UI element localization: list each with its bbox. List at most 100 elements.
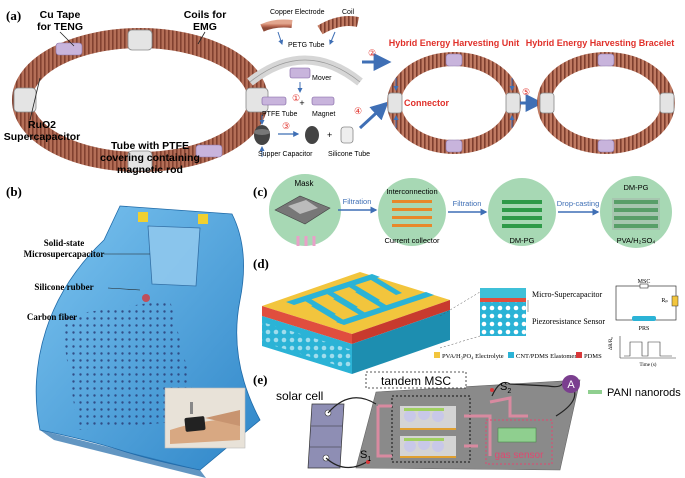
- step-2: ②: [368, 48, 376, 58]
- cu-tape-label-2: for TENG: [37, 21, 83, 33]
- copper-electrode-label: Copper Electrode: [270, 9, 325, 16]
- arrow-step-4: [358, 101, 389, 130]
- interconnect-lines: [376, 404, 492, 458]
- pva-label: PVA/H₂SO₄: [617, 236, 656, 245]
- axis-y-label: ΔR/R₀: [609, 337, 614, 350]
- panel-b: (b) Solid-state Microsupercapacitor Sili…: [6, 184, 261, 478]
- ruo2-pointer: [29, 77, 41, 121]
- plus-sign: +: [299, 98, 304, 108]
- solar-cell-label: solar cell: [276, 389, 323, 403]
- magnet-part: [311, 96, 335, 106]
- gas-sensor-element: [497, 427, 537, 443]
- tandem-msc-box: [365, 371, 467, 389]
- electrode-pad-left: [138, 212, 148, 222]
- axis-x-label: Time (s): [640, 363, 657, 368]
- interconnection-label: Interconnection: [386, 187, 437, 196]
- panel-c: (c) Mask Filtration Interconnection Curr…: [253, 174, 672, 248]
- tube-ptfe-label-3: magnetic rod: [117, 164, 183, 176]
- ammeter: [562, 375, 580, 393]
- coils-emg-pointer: [197, 31, 206, 45]
- solid-state-label-1: Solid-state: [44, 238, 85, 248]
- hybrid-unit-ring: [387, 52, 521, 154]
- coils-emg-label-1: Coils for: [184, 9, 227, 21]
- silicone-tube-part: [340, 126, 354, 144]
- step-3: ③: [282, 121, 290, 131]
- legend-label-pva: PVA/H₃PO₄ Electrolyte: [442, 353, 504, 360]
- ruo2-label-2: Supercapacitor: [4, 131, 80, 143]
- wire-top: [327, 397, 377, 414]
- gas-sensor-label: gas sensor: [495, 450, 545, 461]
- prs-label: PRS: [639, 326, 650, 332]
- bracelet-ring: [12, 28, 269, 172]
- dm-pg-pattern: [502, 200, 542, 228]
- interdigital-device-3d: [262, 272, 450, 374]
- rp-label: Rₚ: [661, 298, 668, 304]
- panel-d-legend: PVA/H₃PO₄ Electrolyte CNT/PDMS Elastomer…: [434, 352, 602, 360]
- wrist-photo-inset: [164, 387, 246, 449]
- micro-sc-label: Micro-Supercapacitor: [532, 290, 603, 299]
- coil-label: Coil: [342, 9, 355, 16]
- ruo2-label-1: RuO2: [28, 119, 56, 131]
- ptfe-tube-part: [261, 96, 287, 106]
- pani-swatch: [588, 390, 602, 394]
- tube-ptfe-label-1: Tube with PTFE: [111, 140, 189, 152]
- panel-a-label: (a): [6, 8, 21, 23]
- switch-s1: [366, 460, 370, 464]
- silicone-rubber-label: Silicone rubber: [34, 282, 93, 292]
- drop-casting-label: Drop-casting: [557, 199, 600, 208]
- wire-bottom: [325, 457, 371, 469]
- circuit-diagram: MSC Rₚ PRS ΔR/R₀ Time (s): [609, 279, 679, 368]
- piezo-label: Piezoresistance Sensor: [532, 317, 605, 326]
- switch-s2-label: S2: [500, 381, 511, 395]
- step-c2-circle: [378, 178, 446, 246]
- step-4: ④: [354, 106, 362, 116]
- legend-swatch-cnt: [508, 352, 514, 358]
- silicone-tube-label: Silicone Tube: [328, 151, 370, 158]
- coils-emg-label-2: EMG: [193, 21, 217, 33]
- ptfe-tube-label: PTFE Tube: [262, 111, 298, 118]
- coil-part: [317, 16, 360, 35]
- plus-sign-2: +: [327, 130, 332, 140]
- ammeter-label: A: [567, 379, 575, 391]
- step-1: ①: [292, 93, 300, 103]
- dm-pg-2-label: DM-PG: [624, 183, 649, 192]
- final-device-pattern: [612, 198, 660, 230]
- hybrid-unit-title: Hybrid Energy Harvesting Unit: [389, 38, 520, 48]
- current-collector-pattern: [392, 200, 432, 227]
- petg-tube-label: PETG Tube: [288, 42, 325, 49]
- legend-swatch-pva: [434, 352, 440, 358]
- solid-state-label-2: Microsupercapacitor: [24, 249, 105, 259]
- magnet-label: Magnet: [312, 111, 335, 118]
- step-5: ⑤: [522, 87, 530, 97]
- tandem-msc-label: tandem MSC: [381, 374, 451, 388]
- cross-section-top: [480, 288, 526, 298]
- mask-label: Mask: [294, 179, 314, 188]
- panel-e-label: (e): [253, 372, 267, 387]
- cu-tape-label-1: Cu Tape: [40, 9, 81, 21]
- carbon-fiber-label: Carbon fiber: [27, 312, 77, 322]
- panel-a: (a) Cu Tape for TENG Coils for EMG RuO2 …: [4, 8, 675, 176]
- copper-electrode-part: [260, 19, 293, 32]
- panel-c-label: (c): [253, 184, 267, 199]
- connector-label: Connector: [404, 98, 449, 108]
- filtration-1-label: Filtration: [343, 197, 372, 206]
- msc-label: MSC: [638, 279, 651, 285]
- switch-s1-label: S1: [360, 449, 371, 463]
- gas-sensor-region: [485, 419, 553, 465]
- electrode-pad-right: [198, 214, 208, 224]
- legend-label-pdms: PDMS: [584, 353, 602, 360]
- legend-label-cnt: CNT/PDMS Elastomer: [516, 353, 577, 360]
- switch-s2: [490, 388, 494, 392]
- panel-d: (d) Micro-Supercapacitor Piezores: [253, 256, 679, 374]
- mover-part: [289, 67, 311, 79]
- pani-label: PANI nanorods: [607, 387, 681, 399]
- mover-label: Mover: [312, 75, 332, 82]
- current-collector-label: Current collector: [384, 236, 440, 245]
- cu-tape-pointer: [59, 31, 75, 47]
- panel-d-label: (d): [253, 256, 269, 271]
- microsupercapacitor: [147, 225, 201, 287]
- tube-ptfe-label-2: covering containing: [100, 152, 200, 164]
- bracelet-result-ring: [537, 52, 675, 154]
- bracelet-title: Hybrid Energy Harvesting Bracelet: [526, 38, 675, 48]
